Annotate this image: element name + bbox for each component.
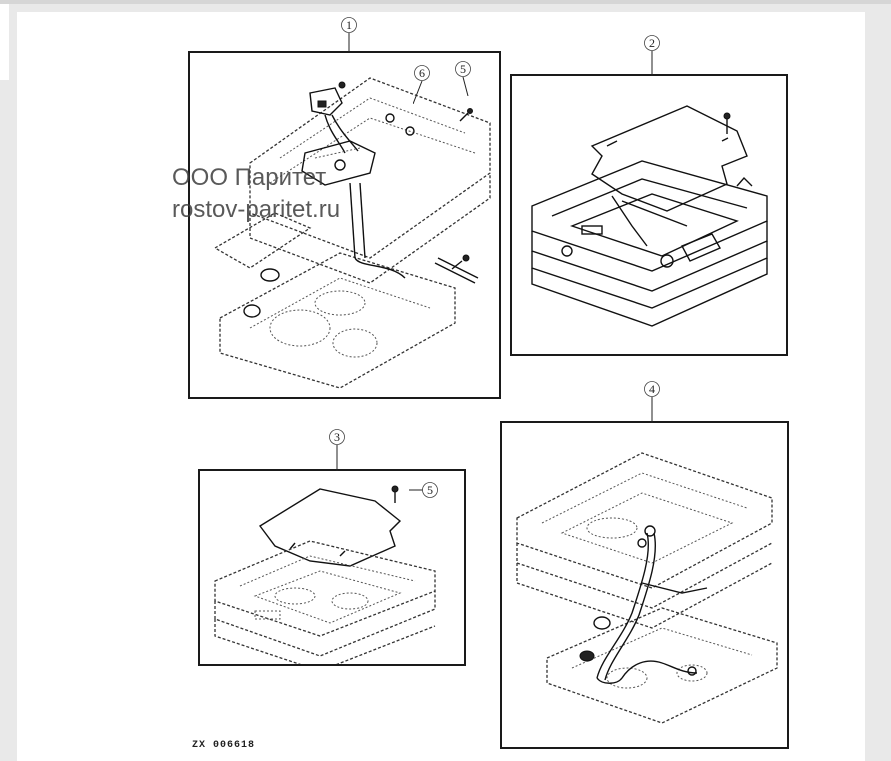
callout-3: 3	[328, 428, 346, 471]
left-strip	[0, 4, 9, 80]
callout-1: 1	[340, 16, 358, 52]
callout-3-label: 3	[334, 430, 340, 444]
panel-3-drawing	[214, 485, 436, 664]
callout-2-label: 2	[649, 36, 655, 50]
panel-4-drawing	[516, 452, 778, 724]
panel-1-drawing	[213, 77, 491, 389]
panel-3	[198, 469, 466, 666]
callout-5-panel-1: 5	[454, 60, 472, 96]
diagram-sheet: 1 2 3 4 5 6 5 ООО Паритет rostov-paritet…	[17, 12, 865, 761]
callout-2: 2	[643, 34, 661, 76]
callout-5-panel-3: 5	[409, 481, 439, 499]
callout-6: 6	[413, 64, 431, 104]
figure-code: ZX 006618	[192, 740, 256, 751]
callout-4-label: 4	[649, 382, 655, 396]
panel-2-drawing	[531, 105, 768, 327]
callout-1-label: 1	[346, 18, 352, 32]
window-top-bar	[0, 0, 891, 4]
panel-4	[500, 421, 789, 749]
panel-1	[188, 51, 501, 399]
callout-4: 4	[643, 380, 661, 423]
callout-5b-label: 5	[427, 483, 433, 497]
callout-6-label: 6	[419, 66, 425, 80]
callout-5-label: 5	[460, 62, 466, 76]
panel-2	[510, 74, 788, 356]
